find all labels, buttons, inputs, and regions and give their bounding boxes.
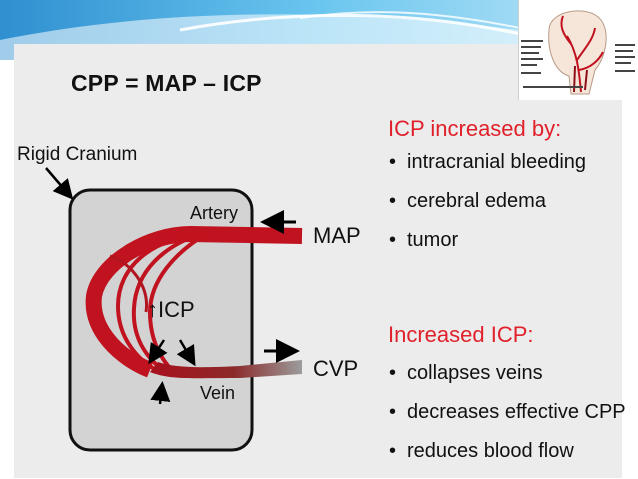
artery-vessel xyxy=(85,225,303,378)
map-label: MAP xyxy=(313,223,361,248)
icp-effects-list: •collapses veins •decreases effective CP… xyxy=(389,362,626,479)
cvp-label: CVP xyxy=(313,356,359,381)
icp-label: ↑ICP xyxy=(147,297,195,322)
list-item: •tumor xyxy=(389,229,459,251)
vein-label: Vein xyxy=(200,383,236,403)
artery-label: Artery xyxy=(190,203,239,223)
arrow-icon xyxy=(45,167,74,200)
list-item: •collapses veins xyxy=(389,362,543,384)
icp-causes-list: •intracranial bleeding •cerebral edema •… xyxy=(389,151,586,268)
list-item: •reduces blood flow xyxy=(389,440,574,462)
list-item: •intracranial bleeding xyxy=(389,151,587,173)
vein-vessel xyxy=(150,360,302,379)
arrow-icon xyxy=(148,339,168,365)
rigid-cranium-label: Rigid Cranium xyxy=(17,144,138,165)
increased-icp-heading: Increased ICP: xyxy=(388,322,534,347)
cpp-formula-title: CPP = MAP – ICP xyxy=(71,70,262,96)
list-item: •decreases effective CPP xyxy=(389,401,626,423)
arrow-icon xyxy=(176,339,196,367)
arrow-icon xyxy=(150,381,171,405)
head-artery-thumbnail xyxy=(518,0,638,100)
icp-increased-heading: ICP increased by: xyxy=(388,116,562,141)
list-item: •cerebral edema xyxy=(389,190,546,212)
